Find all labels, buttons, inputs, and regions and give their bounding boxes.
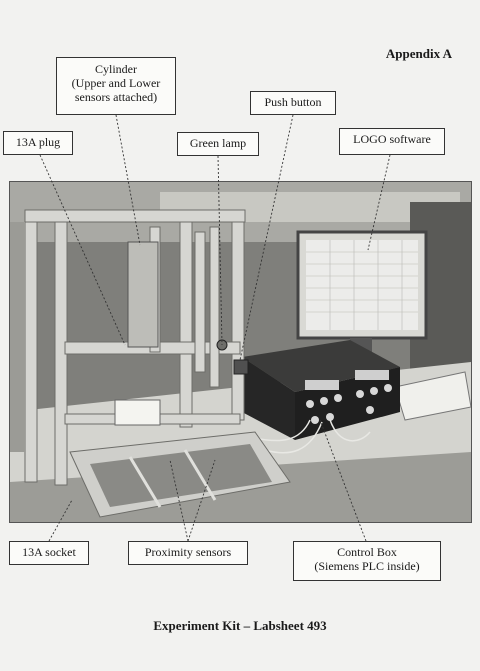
- cylinder: [127, 241, 159, 348]
- label-control-box: Control Box (Siemens PLC inside): [293, 541, 441, 581]
- label-cylinder-line-3: sensors attached): [74, 90, 158, 104]
- label-green-lamp: Green lamp: [177, 132, 259, 156]
- label-control-box-line-2: (Siemens PLC inside): [314, 559, 420, 573]
- appendix-heading: Appendix A: [385, 46, 452, 61]
- label-cylinder-line-2: (Upper and Lower: [71, 76, 161, 90]
- control-box-terminals: [306, 384, 392, 424]
- control-box-label-plate-2: [355, 370, 389, 380]
- experiment-kit-photo: [9, 181, 472, 523]
- label-13a-plug: 13A plug: [3, 131, 73, 155]
- screen-grid: [306, 240, 418, 330]
- label-logo-software: LOGO software: [339, 128, 445, 155]
- push-button-device: [233, 359, 249, 375]
- label-cylinder-line-1: Cylinder: [95, 62, 137, 76]
- photo-illustration: [10, 182, 471, 522]
- monitor-screen: [306, 240, 418, 330]
- label-13a-socket: 13A socket: [9, 541, 89, 565]
- socket-box: [114, 399, 161, 426]
- figure-caption: Experiment Kit – Labsheet 493: [153, 618, 327, 633]
- keyboard: [394, 371, 471, 421]
- left-equipment: [10, 222, 25, 452]
- control-box-side: [242, 357, 295, 440]
- label-control-box-line-1: Control Box: [337, 545, 397, 559]
- label-push-button: Push button: [250, 91, 336, 115]
- control-box-label-plate-1: [305, 380, 339, 390]
- label-proximity-sensors: Proximity sensors: [128, 541, 248, 565]
- green-lamp-indicator: [216, 339, 228, 351]
- label-cylinder: Cylinder (Upper and Lower sensors attach…: [56, 57, 176, 115]
